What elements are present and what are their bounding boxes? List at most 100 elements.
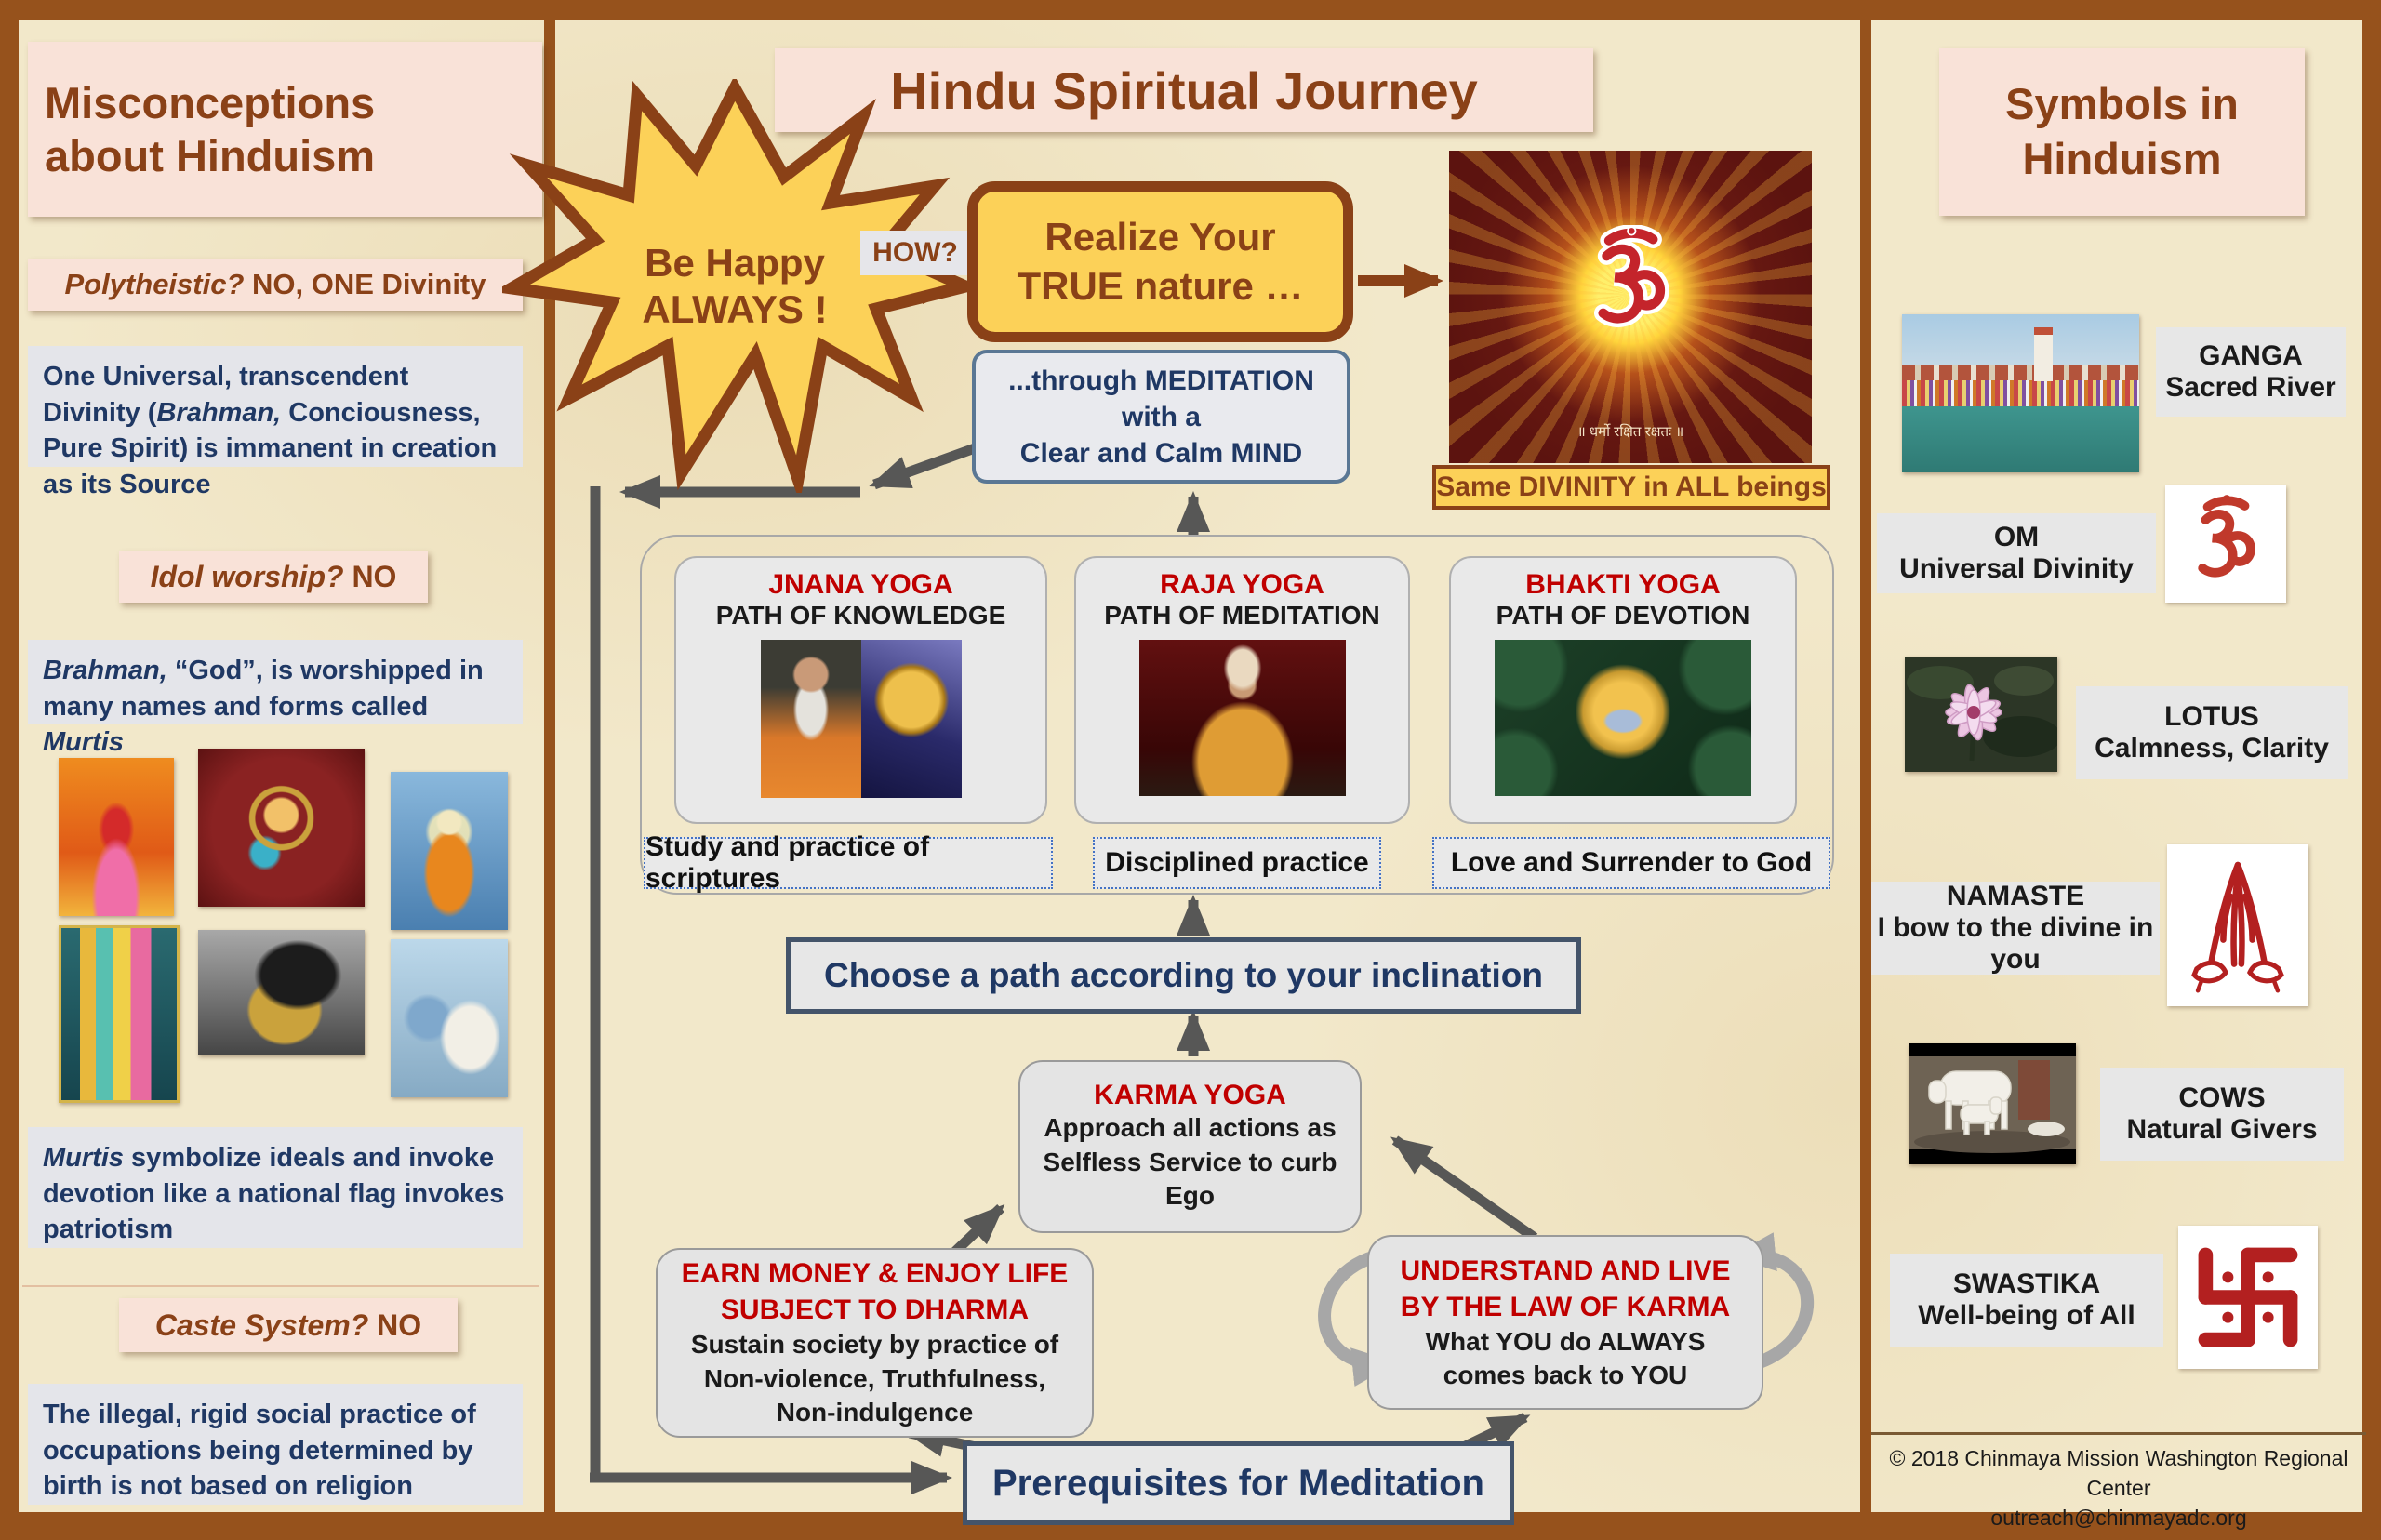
ganga-meaning: Sacred River [2165, 372, 2336, 403]
meditation-pre: ...through [1008, 365, 1145, 396]
cow-illustration [1909, 1043, 2076, 1164]
meditation-line1: ...through MEDITATION [1008, 363, 1314, 399]
footer-email: outreach@chinmayadc.org [1990, 1506, 2247, 1531]
namaste-name: NAMASTE [1946, 881, 2085, 911]
divinity-caption-box: Same DIVINITY in ALL beings [1432, 465, 1830, 510]
starburst-text: Be Happy ALWAYS ! [567, 240, 902, 332]
karma-yoga-box: KARMA YOGA Approach all actions as Selfl… [1018, 1060, 1362, 1233]
om-name: OM [1993, 522, 2040, 552]
lotus-name: LOTUS [2164, 701, 2259, 732]
choose-path-box: Choose a path according to your inclinat… [786, 937, 1581, 1014]
meditation-line2: with a [1121, 401, 1201, 432]
swastika-name: SWASTIKA [1952, 1268, 2101, 1299]
murti-text-mid: “God”, is worshipped in many names and f… [43, 656, 484, 722]
jnana-image-gita-half [860, 640, 962, 798]
divinity-text-brahman: Brahman, [156, 397, 282, 428]
karmalaw-body-line2: comes back to YOU [1443, 1361, 1688, 1389]
om-meaning: Universal Divinity [1899, 553, 2134, 584]
murti-image-durga [59, 758, 174, 916]
right-title-line1: Symbols in [2005, 79, 2239, 129]
left-section-divider [22, 1285, 539, 1287]
center-title: Hindu Spiritual Journey [775, 48, 1593, 132]
flag-text-rest: symbolize ideals and invoke devotion lik… [43, 1143, 505, 1245]
murti-image-buddha [391, 772, 508, 930]
flag-text-murtis: Murtis [43, 1143, 124, 1173]
swastika-icon [2198, 1247, 2298, 1348]
divinity-text-pre: One Universal, transcendent Divinity ( [43, 362, 409, 428]
raja-subtitle: PATH OF MEDITATION [1104, 601, 1380, 630]
raja-image [1138, 640, 1346, 796]
jnana-image-swami-half [760, 640, 861, 798]
jnana-yoga-card: JNANA YOGA PATH OF KNOWLEDGE [674, 556, 1047, 824]
meditation-bold1: MEDITATION [1144, 365, 1314, 396]
namaste-hands-icon [2191, 861, 2284, 993]
bhakti-subtitle: PATH OF DEVOTION [1496, 601, 1750, 630]
murti-text-murtis: Murtis [43, 727, 124, 758]
murti-image-shiva-lingam [198, 930, 365, 1055]
karmalaw-title-line2: BY THE LAW OF KARMA [1400, 1291, 1731, 1322]
lotus-illustration [1905, 657, 2061, 772]
ganga-river-band [1902, 405, 2139, 472]
earn-title-line2: SUBJECT TO DHARMA [720, 1294, 1030, 1326]
realize-box: Realize Your TRUE nature … [967, 181, 1353, 342]
earn-money-box: EARN MONEY & ENJOY LIFE SUBJECT TO DHARM… [656, 1248, 1094, 1438]
be-happy-starburst [502, 79, 977, 493]
swastika-meaning: Well-being of All [1918, 1300, 2135, 1331]
polytheistic-answer: NO, ONE Divinity [244, 268, 486, 300]
earn-body: Sustain society by practice of Non-viole… [690, 1330, 1059, 1427]
bhakti-yoga-card: BHAKTI YOGA PATH OF DEVOTION [1449, 556, 1797, 824]
polytheistic-heading: Polytheistic? NO, ONE Divinity [28, 259, 523, 311]
jnana-caption: Study and practice of scriptures [644, 831, 1053, 894]
jnana-title: JNANA YOGA [768, 569, 953, 600]
cows-meaning: Natural Givers [2126, 1114, 2318, 1145]
murti-text-brahman: Brahman, [43, 656, 167, 685]
realize-line1: Realize Your [1044, 215, 1276, 259]
left-panel-title: Misconceptions about Hinduism [28, 42, 542, 217]
right-title-line2: Hinduism [2022, 134, 2222, 183]
jnana-subtitle: PATH OF KNOWLEDGE [715, 601, 1006, 630]
raja-caption: Disciplined practice [1093, 837, 1381, 889]
ganga-sky [1902, 314, 2139, 365]
law-of-karma-box: UNDERSTAND AND LIVE BY THE LAW OF KARMA … [1367, 1235, 1763, 1410]
namaste-meaning: I bow to the divine in you [1877, 912, 2154, 975]
idol-question: Idol worship? [150, 559, 344, 593]
om-sunburst-image: ॥ धर्मो रक्षित रक्षतः ॥ [1449, 151, 1812, 463]
om-red-icon [2198, 495, 2255, 578]
how-label: HOW? [860, 231, 970, 275]
idol-answer: NO [343, 559, 397, 593]
meditation-line3: Clear and Calm MIND [1019, 437, 1303, 469]
jnana-image [760, 640, 962, 798]
murti-image-ganesha [198, 749, 365, 907]
murti-image-shiva-nandi [391, 939, 508, 1097]
starburst-shape [502, 79, 977, 493]
divinity-paragraph: One Universal, transcendent Divinity (Br… [28, 346, 523, 499]
footer-copyright: © 2018 Chinmaya Mission Washington Regio… [1889, 1446, 2348, 1501]
cows-name: COWS [2178, 1082, 2266, 1113]
footer-divider [1871, 1432, 2366, 1435]
lotus-label: LOTUS Calmness, Clarity [2076, 686, 2348, 779]
karmalaw-body-line1: What YOU do ALWAYS [1425, 1326, 1706, 1356]
cows-photo [1909, 1043, 2076, 1164]
lotus-meaning: Calmness, Clarity [2095, 733, 2329, 763]
ganga-crowd-band [1902, 380, 2139, 406]
om-icon [1593, 225, 1669, 327]
meditation-loop-diagonal-arrow [869, 443, 977, 490]
ganga-name: GANGA [2199, 340, 2303, 371]
karmalaw-to-karma-arrow [1390, 1135, 1538, 1242]
raja-title: RAJA YOGA [1160, 569, 1324, 600]
right-panel-divider [1860, 20, 1871, 1512]
earn-title-line1: EARN MONEY & ENJOY LIFE [681, 1258, 1069, 1290]
footer: © 2018 Chinmaya Mission Washington Regio… [1871, 1443, 2366, 1533]
karma-yoga-body: Approach all actions as Selfless Service… [1043, 1113, 1337, 1211]
cows-label: COWS Natural Givers [2100, 1068, 2344, 1161]
caste-paragraph: The illegal, rigid social practice of oc… [28, 1384, 523, 1505]
om-symbol-tile [2165, 485, 2286, 603]
om-sanskrit-caption: ॥ धर्मो रक्षित रक्षतः ॥ [1576, 424, 1684, 440]
ganga-temple-band [1902, 365, 2139, 381]
lotus-photo [1905, 657, 2061, 772]
karma-yoga-title: KARMA YOGA [1094, 1080, 1286, 1111]
left-panel-divider [544, 20, 555, 1512]
left-title-line2: about Hinduism [45, 131, 376, 180]
realize-line2: TRUE nature … [1017, 263, 1304, 308]
